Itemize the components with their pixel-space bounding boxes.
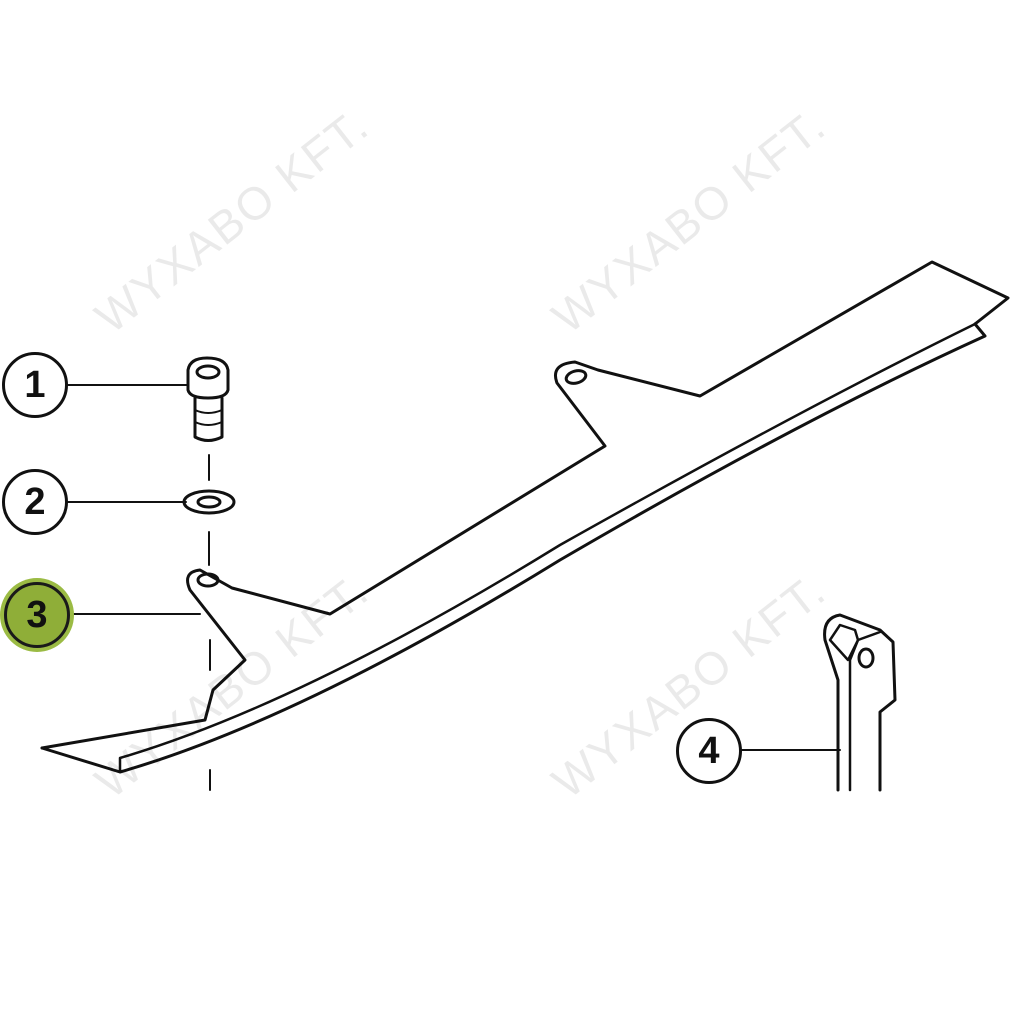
callout-1[interactable]: 1 [2,352,68,418]
swing-arm-part [823,613,897,792]
screw-part [186,356,230,442]
washer-part [182,489,236,515]
callout-3-highlighted[interactable]: 3 [4,582,70,648]
chain-guard-part [40,260,1010,774]
callout-4[interactable]: 4 [676,718,742,784]
callout-2[interactable]: 2 [2,469,68,535]
